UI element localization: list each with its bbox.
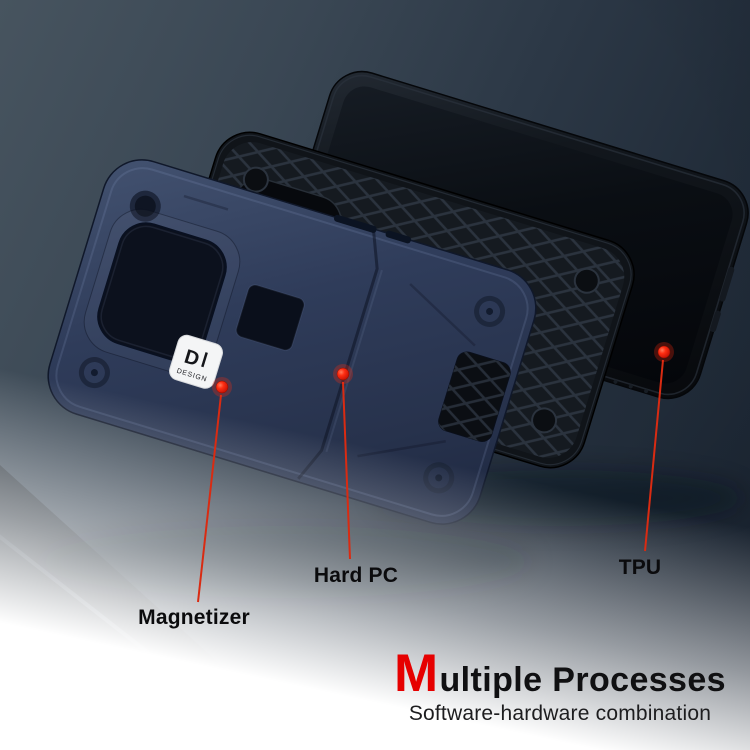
annotation-label-hard-pc: Hard PC xyxy=(313,564,399,587)
headline-rest: ultiple Processes xyxy=(439,661,726,699)
annotation-line-magnetizer xyxy=(197,394,222,603)
annotation-dot-tpu xyxy=(657,345,671,359)
annotation-line-tpu xyxy=(644,359,664,552)
annotation-dots xyxy=(212,342,674,397)
annotation-line-hard-pc xyxy=(342,381,351,560)
subheadline: Software-hardware combination xyxy=(408,702,712,725)
headline-initial: M xyxy=(393,644,439,703)
annotation-label-magnetizer: Magnetizer xyxy=(138,606,250,629)
annotation-dot-hard-pc xyxy=(336,367,350,381)
annotation-label-tpu: TPU xyxy=(618,556,662,579)
annotation-dot-magnetizer xyxy=(215,380,229,394)
annotation-lines xyxy=(197,359,664,603)
